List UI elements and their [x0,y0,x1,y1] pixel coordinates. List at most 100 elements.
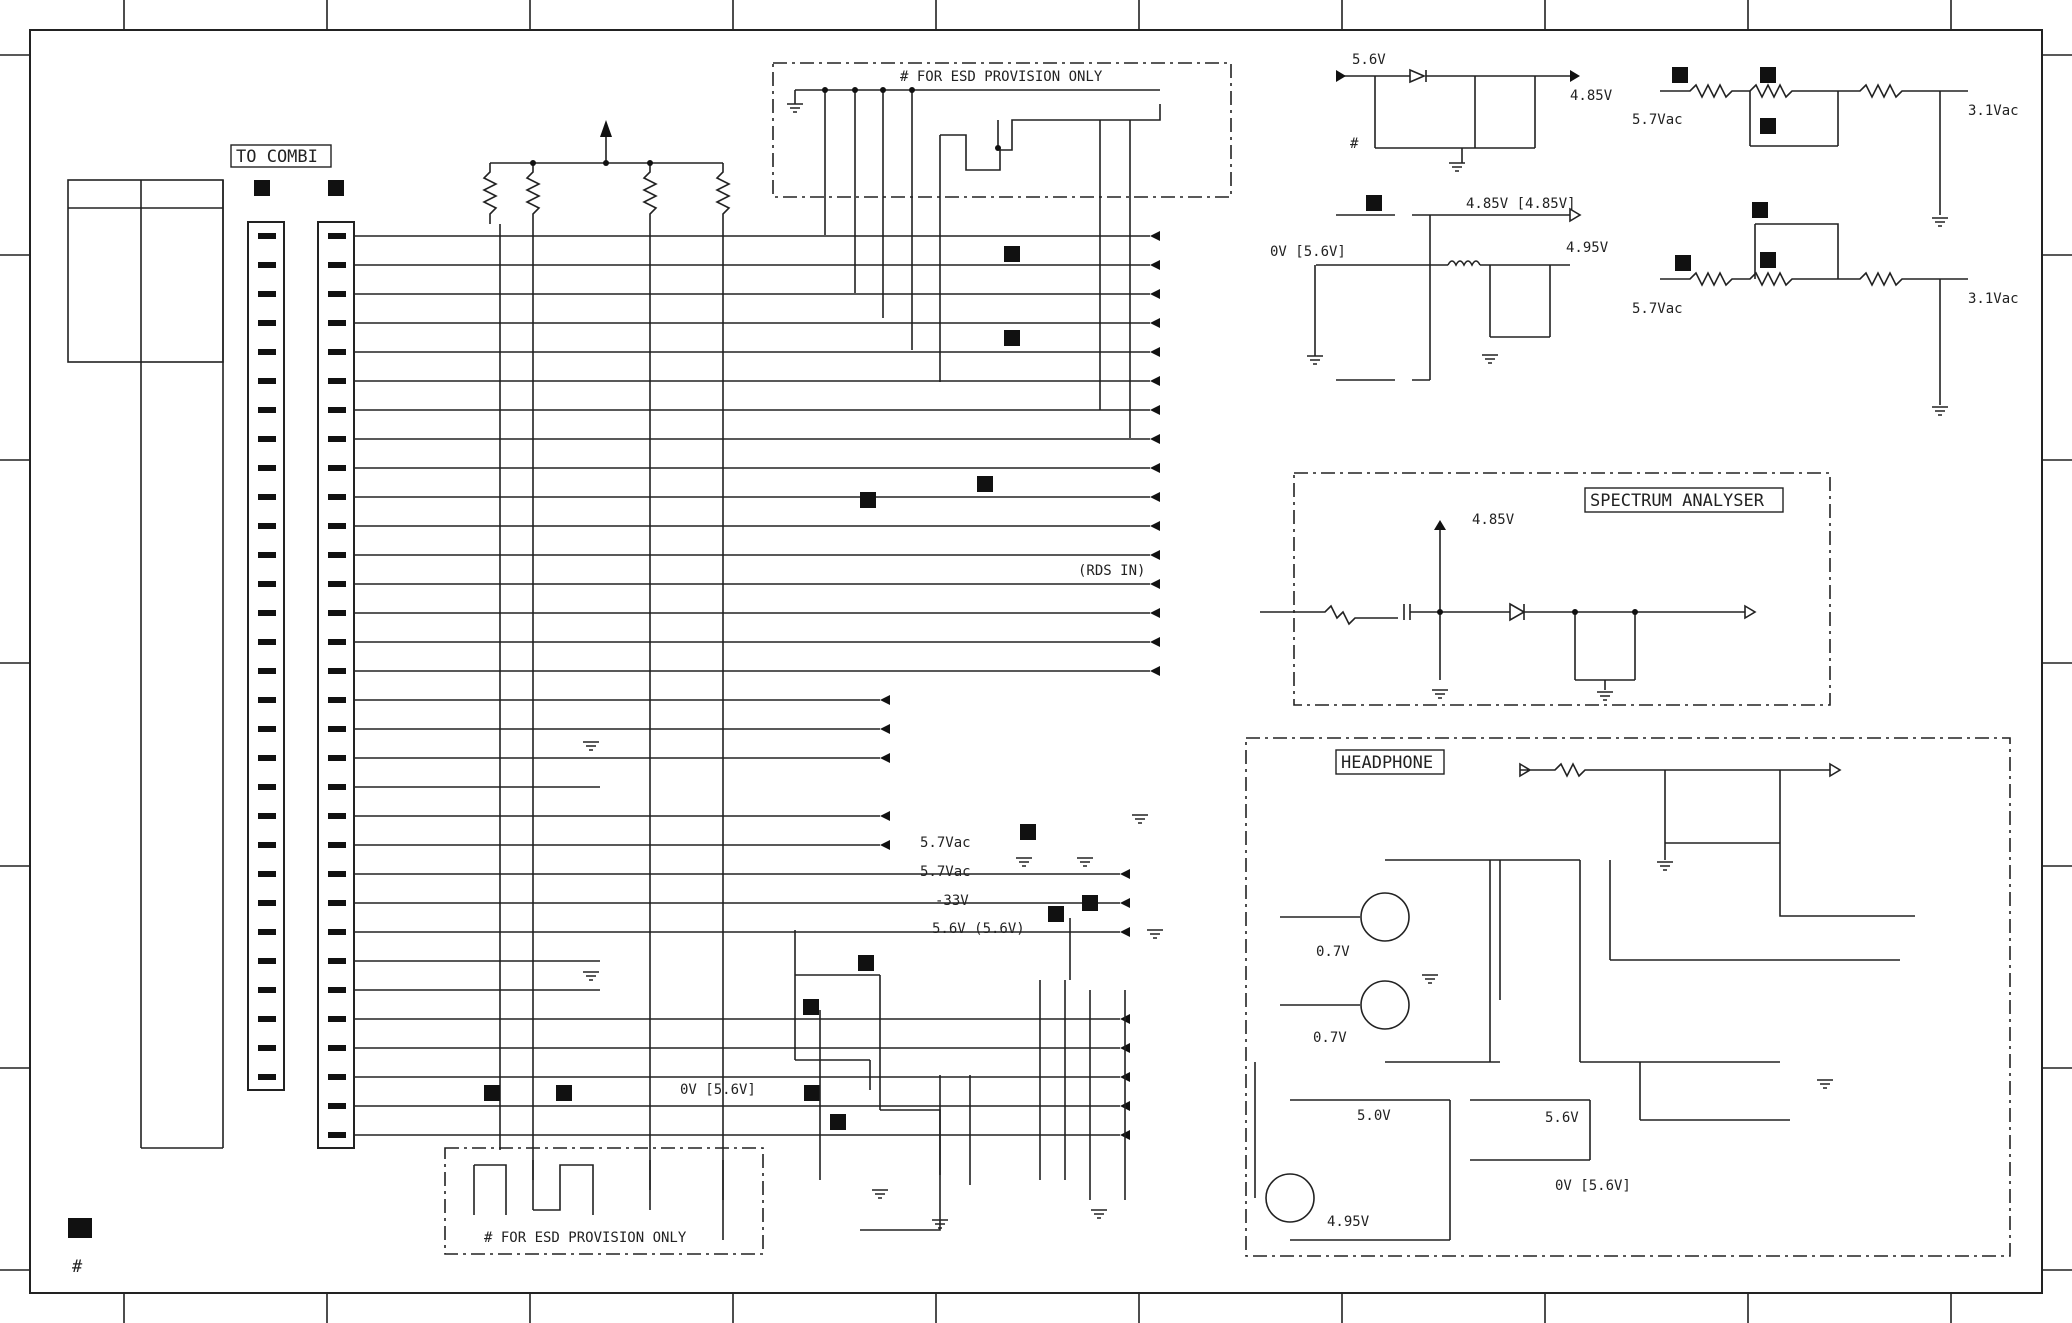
pin [328,668,346,674]
signal-arrow [1150,231,1160,241]
pin [258,1016,276,1022]
pin [258,465,276,471]
svg-text:5.6V: 5.6V [1352,52,1386,68]
pin [258,755,276,761]
pin [258,1045,276,1051]
esd-box-bottom: # FOR ESD PROVISION ONLY [444,1147,764,1255]
svg-text:4.85V: 4.85V [1472,512,1515,528]
pin [328,610,346,616]
pin [258,987,276,993]
svg-text:5.7Vac: 5.7Vac [1632,112,1683,128]
pin [258,581,276,587]
pin [258,668,276,674]
headphone-block: HEADPHONE 0.7V 0.7V 5.0V 5.6V 0V [5.6V] … [1245,737,2011,1257]
pin [258,552,276,558]
svg-text:0V [5.6V]: 0V [5.6V] [1270,244,1346,260]
pin [258,697,276,703]
pin [328,581,346,587]
pin [328,233,346,239]
pin [258,900,276,906]
pin [258,784,276,790]
ground-symbol [583,971,599,981]
pin [328,436,346,442]
legend-hash: # [72,1257,83,1277]
svg-text:5.6V: 5.6V [1545,1110,1579,1126]
svg-text:#: # [1350,136,1359,152]
signal-arrow [880,724,890,734]
svg-text:0.7V: 0.7V [1313,1030,1347,1046]
signal-arrow [1150,260,1160,270]
pin [258,610,276,616]
signal-arrow [1150,347,1160,357]
pin [258,349,276,355]
ground-symbol [1147,929,1163,939]
pin [328,755,346,761]
pin [328,320,346,326]
pin [328,465,346,471]
pin [258,436,276,442]
signal-arrow [1150,666,1160,676]
ground-symbol [1077,857,1093,867]
ground-symbol [1932,217,1948,227]
signal-arrow [880,840,890,850]
pin [258,1074,276,1080]
pin [258,871,276,877]
signal-arrow [1120,898,1130,908]
pin [328,784,346,790]
pin [328,552,346,558]
svg-text:3.1Vac: 3.1Vac [1968,103,2019,119]
svg-text:# FOR ESD PROVISION ONLY: # FOR ESD PROVISION ONLY [900,69,1103,85]
harness-wires [354,235,1150,1136]
legend-marker-block [68,1218,92,1238]
signal-arrow [1150,405,1160,415]
signal-arrow [1120,927,1130,937]
pin [328,1074,346,1080]
svg-text:3.1Vac: 3.1Vac [1968,291,2019,307]
ground-symbols [583,162,1948,1229]
signal-arrow [1120,869,1130,879]
to-combi-label: TO COMBI [230,144,332,168]
pin [328,842,346,848]
marker-blocks [484,246,1098,1130]
power-circuit-4: 5.7Vac 3.1Vac [1632,202,2019,405]
pin [328,523,346,529]
svg-text:4.95V: 4.95V [1327,1214,1370,1230]
pin [328,958,346,964]
pin [328,639,346,645]
svg-text:0V [5.6V]: 0V [5.6V] [680,1082,756,1098]
signal-arrow [1150,492,1160,502]
signal-arrow [880,753,890,763]
pin [258,523,276,529]
svg-text:# FOR ESD PROVISION ONLY: # FOR ESD PROVISION ONLY [484,1230,687,1246]
signal-arrow [1150,376,1160,386]
pin [328,697,346,703]
signal-arrows [880,231,1160,1140]
signal-arrow [880,695,890,705]
svg-text:SPECTRUM ANALYSER: SPECTRUM ANALYSER [1590,491,1765,511]
pin [328,1132,346,1138]
pin [328,407,346,413]
power-circuit-1: 5.6V 4.85V # [1336,52,1613,163]
svg-text:4.85V: 4.85V [1570,88,1613,104]
ground-symbol [583,741,599,751]
pin [328,349,346,355]
lower-wiring [794,918,1126,1231]
ground-symbol [1091,1209,1107,1219]
svg-text:4.95V: 4.95V [1566,240,1609,256]
svg-text:TO COMBI: TO COMBI [236,147,318,167]
power-circuit-2: 4.85V [4.85V] 0V [5.6V] 4.95V [1270,195,1609,381]
ground-symbol [1657,861,1673,871]
svg-text:HEADPHONE: HEADPHONE [1341,753,1433,773]
esd-box-top: # FOR ESD PROVISION ONLY [772,62,1232,438]
svg-text:0.7V: 0.7V [1316,944,1350,960]
pin [328,1045,346,1051]
power-circuit-3: 5.7Vac 3.1Vac [1632,67,2019,215]
svg-text:5.7Vac: 5.7Vac [1632,301,1683,317]
signal-arrow [1150,521,1160,531]
pin [258,407,276,413]
svg-text:-33V: -33V [935,893,969,909]
pin [328,494,346,500]
ground-symbol [1817,1079,1833,1089]
signal-arrow [880,811,890,821]
pin [328,378,346,384]
